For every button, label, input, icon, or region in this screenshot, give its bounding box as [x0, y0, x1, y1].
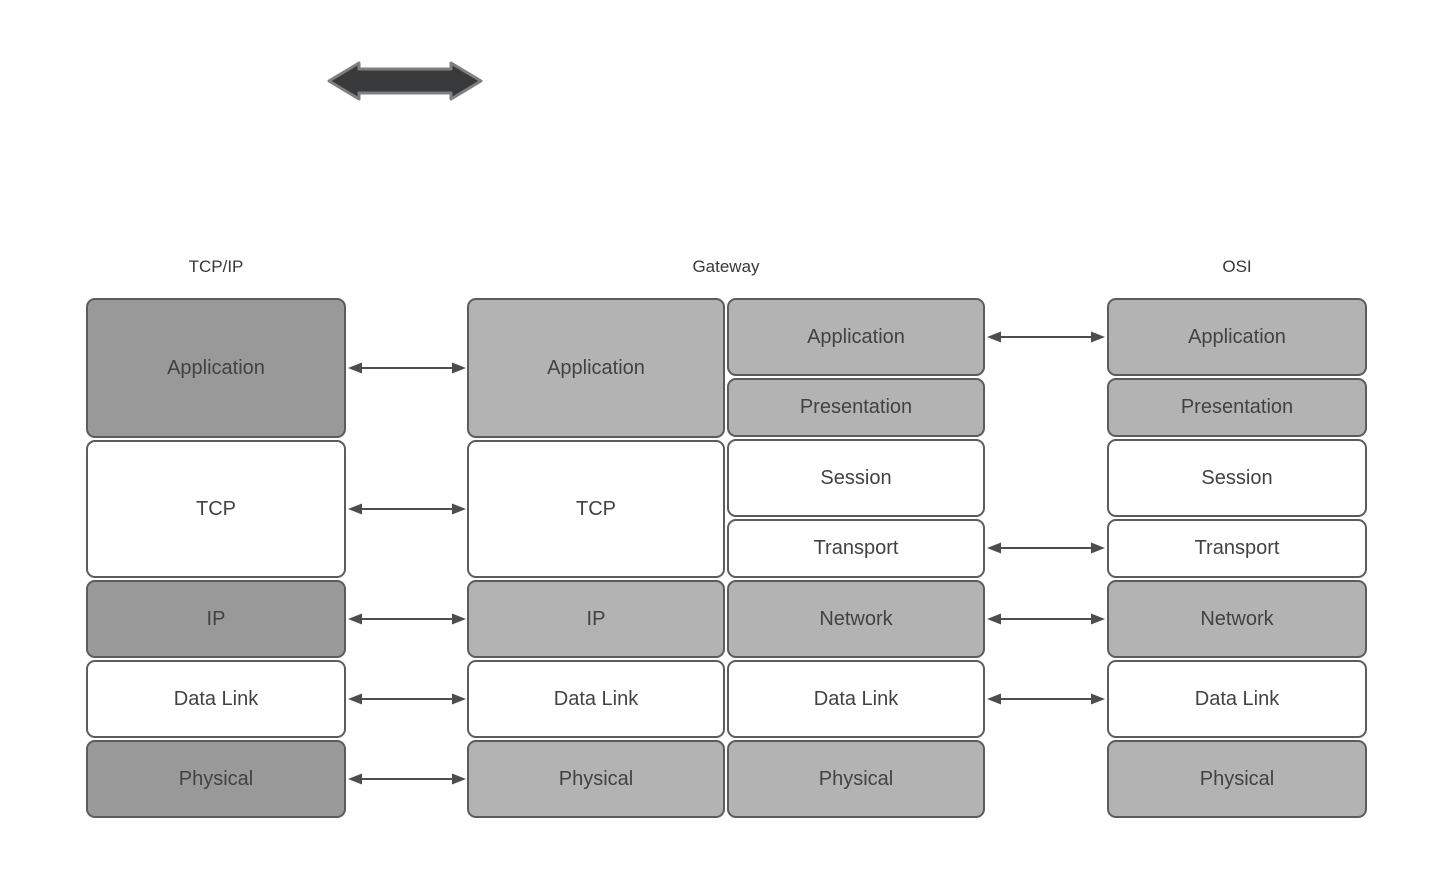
- bidirectional-arrow-icon-gateway-osi-application: [986, 330, 1106, 344]
- gateway-right-stack: Application Presentation Session Transpo…: [727, 298, 985, 818]
- tcpip-layer-physical: Physical: [86, 740, 346, 818]
- gateway-right-layer-presentation: Presentation: [727, 378, 985, 437]
- gateway-left-stack: Application TCP IP Data Link Physical: [467, 298, 725, 818]
- bidirectional-arrow-icon-tcpip-gateway-ip: [347, 612, 467, 626]
- osi-stack: Application Presentation Session Transpo…: [1107, 298, 1367, 818]
- bidirectional-arrow-icon-tcpip-gateway-tcp: [347, 502, 467, 516]
- bidirectional-arrow-icon-tcpip-gateway-data-link: [347, 692, 467, 706]
- tcpip-layer-ip: IP: [86, 580, 346, 658]
- osi-layer-application: Application: [1107, 298, 1367, 376]
- gateway-right-layer-network: Network: [727, 580, 985, 658]
- gateway-left-layer-tcp: TCP: [467, 440, 725, 578]
- tcpip-column-title: TCP/IP: [188, 257, 244, 276]
- thick-double-arrow-icon: [327, 60, 483, 102]
- gateway-left-layer-data-link: Data Link: [467, 660, 725, 738]
- gateway-right-layer-physical: Physical: [727, 740, 985, 818]
- gateway-left-layer-ip: IP: [467, 580, 725, 658]
- tcpip-layer-data-link: Data Link: [86, 660, 346, 738]
- osi-layer-physical: Physical: [1107, 740, 1367, 818]
- osi-layer-presentation: Presentation: [1107, 378, 1367, 437]
- tcpip-stack: Application TCP IP Data Link Physical: [86, 298, 346, 818]
- osi-column-title: OSI: [1222, 257, 1252, 276]
- bidirectional-arrow-icon-tcpip-gateway-application: [347, 361, 467, 375]
- gateway-column-title: Gateway: [692, 257, 760, 276]
- gateway-right-layer-transport: Transport: [727, 519, 985, 578]
- gateway-left-layer-physical: Physical: [467, 740, 725, 818]
- osi-layer-network: Network: [1107, 580, 1367, 658]
- osi-layer-data-link: Data Link: [1107, 660, 1367, 738]
- gateway-right-layer-session: Session: [727, 439, 985, 517]
- tcpip-layer-application: Application: [86, 298, 346, 438]
- bidirectional-arrow-icon-tcpip-gateway-physical: [347, 772, 467, 786]
- osi-layer-session: Session: [1107, 439, 1367, 517]
- gateway-right-layer-data-link: Data Link: [727, 660, 985, 738]
- bidirectional-arrow-icon-gateway-osi-network: [986, 612, 1106, 626]
- tcpip-layer-tcp: TCP: [86, 440, 346, 578]
- gateway-left-layer-application: Application: [467, 298, 725, 438]
- gateway-right-layer-application: Application: [727, 298, 985, 376]
- bidirectional-arrow-icon-gateway-osi-data-link: [986, 692, 1106, 706]
- bidirectional-arrow-icon-gateway-osi-transport: [986, 541, 1106, 555]
- osi-layer-transport: Transport: [1107, 519, 1367, 578]
